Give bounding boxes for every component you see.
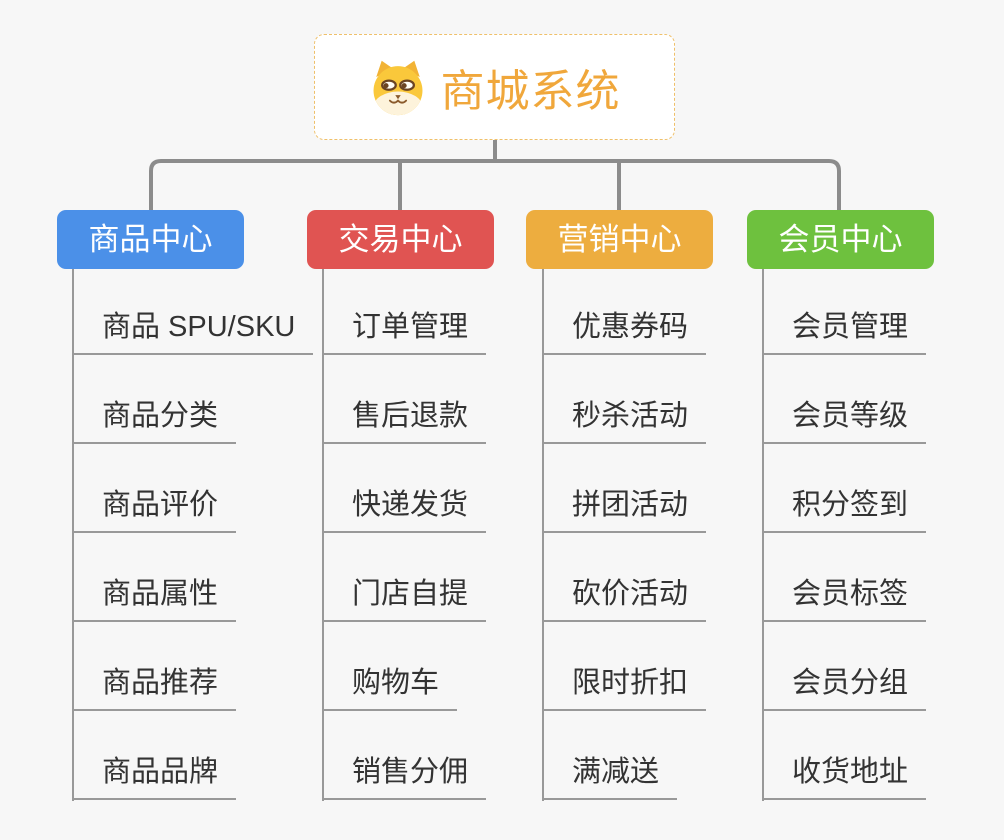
branch-node-product-center[interactable]: 商品中心 (57, 210, 244, 269)
subtopic-item[interactable]: 商品推荐 (72, 663, 237, 711)
subtopic-label: 商品分类 (102, 400, 219, 432)
subtopic-item[interactable]: 限时折扣 (542, 663, 707, 711)
root-topic-title: 商城系统 (440, 67, 621, 116)
subtopic-item[interactable]: 商品评价 (72, 485, 237, 533)
subtopic-item[interactable]: 拼团活动 (542, 485, 707, 533)
branch-label: 会员中心 (778, 222, 903, 257)
subtopic-item[interactable]: 满减送 (542, 752, 678, 800)
subtopic-label: 限时折扣 (572, 667, 689, 699)
subtopic-item[interactable]: 售后退款 (322, 396, 487, 444)
subtopic-label: 门店自提 (352, 578, 469, 610)
branch-spine-line (72, 269, 74, 801)
branch-label: 交易中心 (338, 222, 463, 257)
subtopic-label: 商品 SPU/SKU (102, 311, 296, 343)
subtopic-label: 砍价活动 (572, 578, 689, 610)
subtopic-item[interactable]: 优惠券码 (542, 307, 707, 355)
subtopic-item[interactable]: 订单管理 (322, 307, 487, 355)
root-topic-node[interactable]: 商城系统 (314, 34, 675, 140)
subtopic-label: 会员标签 (792, 578, 909, 610)
subtopic-item[interactable]: 会员等级 (762, 396, 927, 444)
branch-node-trade-center[interactable]: 交易中心 (307, 210, 494, 269)
branch-label: 营销中心 (557, 222, 682, 257)
subtopic-label: 会员管理 (792, 311, 909, 343)
subtopic-label: 售后退款 (352, 400, 469, 432)
subtopic-label: 会员分组 (792, 667, 909, 699)
subtopic-label: 商品品牌 (102, 756, 219, 788)
branch-spine-line (762, 269, 764, 801)
subtopic-label: 满减送 (572, 756, 660, 788)
subtopic-label: 秒杀活动 (572, 400, 689, 432)
subtopic-item[interactable]: 商品分类 (72, 396, 237, 444)
branch-node-member-center[interactable]: 会员中心 (747, 210, 934, 269)
trunk-rail-line (149, 159, 841, 210)
branch-spine-line (322, 269, 324, 801)
branch-node-marketing-center[interactable]: 营销中心 (526, 210, 713, 269)
subtopic-item[interactable]: 门店自提 (322, 574, 487, 622)
branch-spine-line (542, 269, 544, 801)
subtopic-label: 会员等级 (792, 400, 909, 432)
subtopic-item[interactable]: 快递发货 (322, 485, 487, 533)
subtopic-label: 拼团活动 (572, 489, 689, 521)
subtopic-item[interactable]: 商品属性 (72, 574, 237, 622)
subtopic-label: 订单管理 (352, 311, 469, 343)
subtopic-label: 收货地址 (792, 756, 909, 788)
subtopic-item[interactable]: 会员分组 (762, 663, 927, 711)
subtopic-label: 快递发货 (352, 489, 469, 521)
subtopic-label: 商品推荐 (102, 667, 219, 699)
subtopic-item[interactable]: 商品 SPU/SKU (72, 307, 314, 355)
subtopic-item[interactable]: 会员标签 (762, 574, 927, 622)
subtopic-label: 购物车 (352, 667, 440, 699)
subtopic-label: 销售分佣 (352, 756, 469, 788)
subtopic-item[interactable]: 商品品牌 (72, 752, 237, 800)
subtopic-label: 积分签到 (792, 489, 909, 521)
subtopic-item[interactable]: 销售分佣 (322, 752, 487, 800)
subtopic-item[interactable]: 秒杀活动 (542, 396, 707, 444)
subtopic-item[interactable]: 会员管理 (762, 307, 927, 355)
subtopic-item[interactable]: 砍价活动 (542, 574, 707, 622)
subtopic-label: 商品属性 (102, 578, 219, 610)
branch-label: 商品中心 (88, 222, 213, 257)
shiba-dog-icon (369, 58, 427, 116)
subtopic-item[interactable]: 积分签到 (762, 485, 927, 533)
subtopic-label: 优惠券码 (572, 311, 689, 343)
subtopic-label: 商品评价 (102, 489, 219, 521)
subtopic-item[interactable]: 购物车 (322, 663, 458, 711)
subtopic-item[interactable]: 收货地址 (762, 752, 927, 800)
